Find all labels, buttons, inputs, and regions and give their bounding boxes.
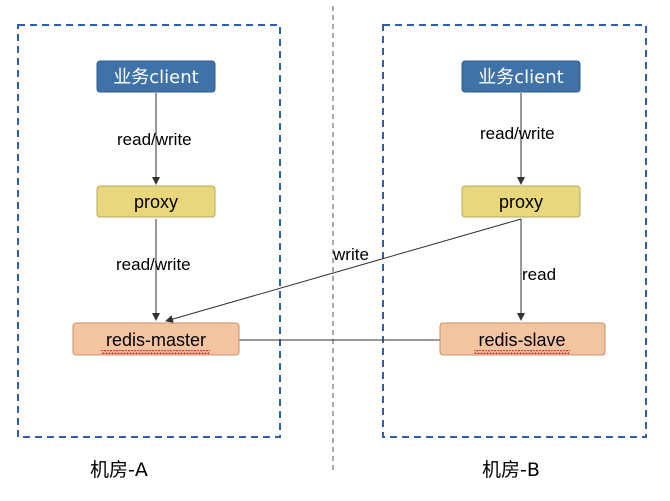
room-a-border <box>17 24 281 438</box>
spellcheck-underline <box>474 350 570 354</box>
room-b-border <box>382 24 647 438</box>
redis-slave-node: redis-slave <box>439 322 606 356</box>
proxy-a-node: proxy <box>96 185 216 218</box>
proxy-b-node: proxy <box>461 185 581 218</box>
redis-master-label: redis-master <box>106 330 206 350</box>
client-a-label: 业务client <box>113 67 198 88</box>
room-a-label: 机房-A <box>90 459 148 481</box>
edge-label-proxy-b-slave: read <box>522 265 556 284</box>
room-a: 机房-A <box>17 24 281 481</box>
client-b-node: 业务client <box>461 60 581 93</box>
edge-proxy-b-master <box>165 218 522 323</box>
proxy-a-label: proxy <box>134 192 178 212</box>
edge-label-client-b-proxy-b: read/write <box>480 124 555 143</box>
edge-label-proxy-a-master: read/write <box>116 255 191 274</box>
room-b: 机房-B <box>382 24 647 481</box>
redis-master-node: redis-master <box>72 322 240 356</box>
proxy-b-label: proxy <box>499 192 543 212</box>
client-a-node: 业务client <box>96 60 216 93</box>
spellcheck-underline <box>101 350 210 354</box>
edge-label-proxy-b-master: write <box>332 245 369 264</box>
edge-label-client-a-proxy-a: read/write <box>117 130 192 149</box>
client-b-label: 业务client <box>478 67 563 88</box>
room-b-label: 机房-B <box>482 459 540 481</box>
redis-slave-label: redis-slave <box>478 330 565 350</box>
